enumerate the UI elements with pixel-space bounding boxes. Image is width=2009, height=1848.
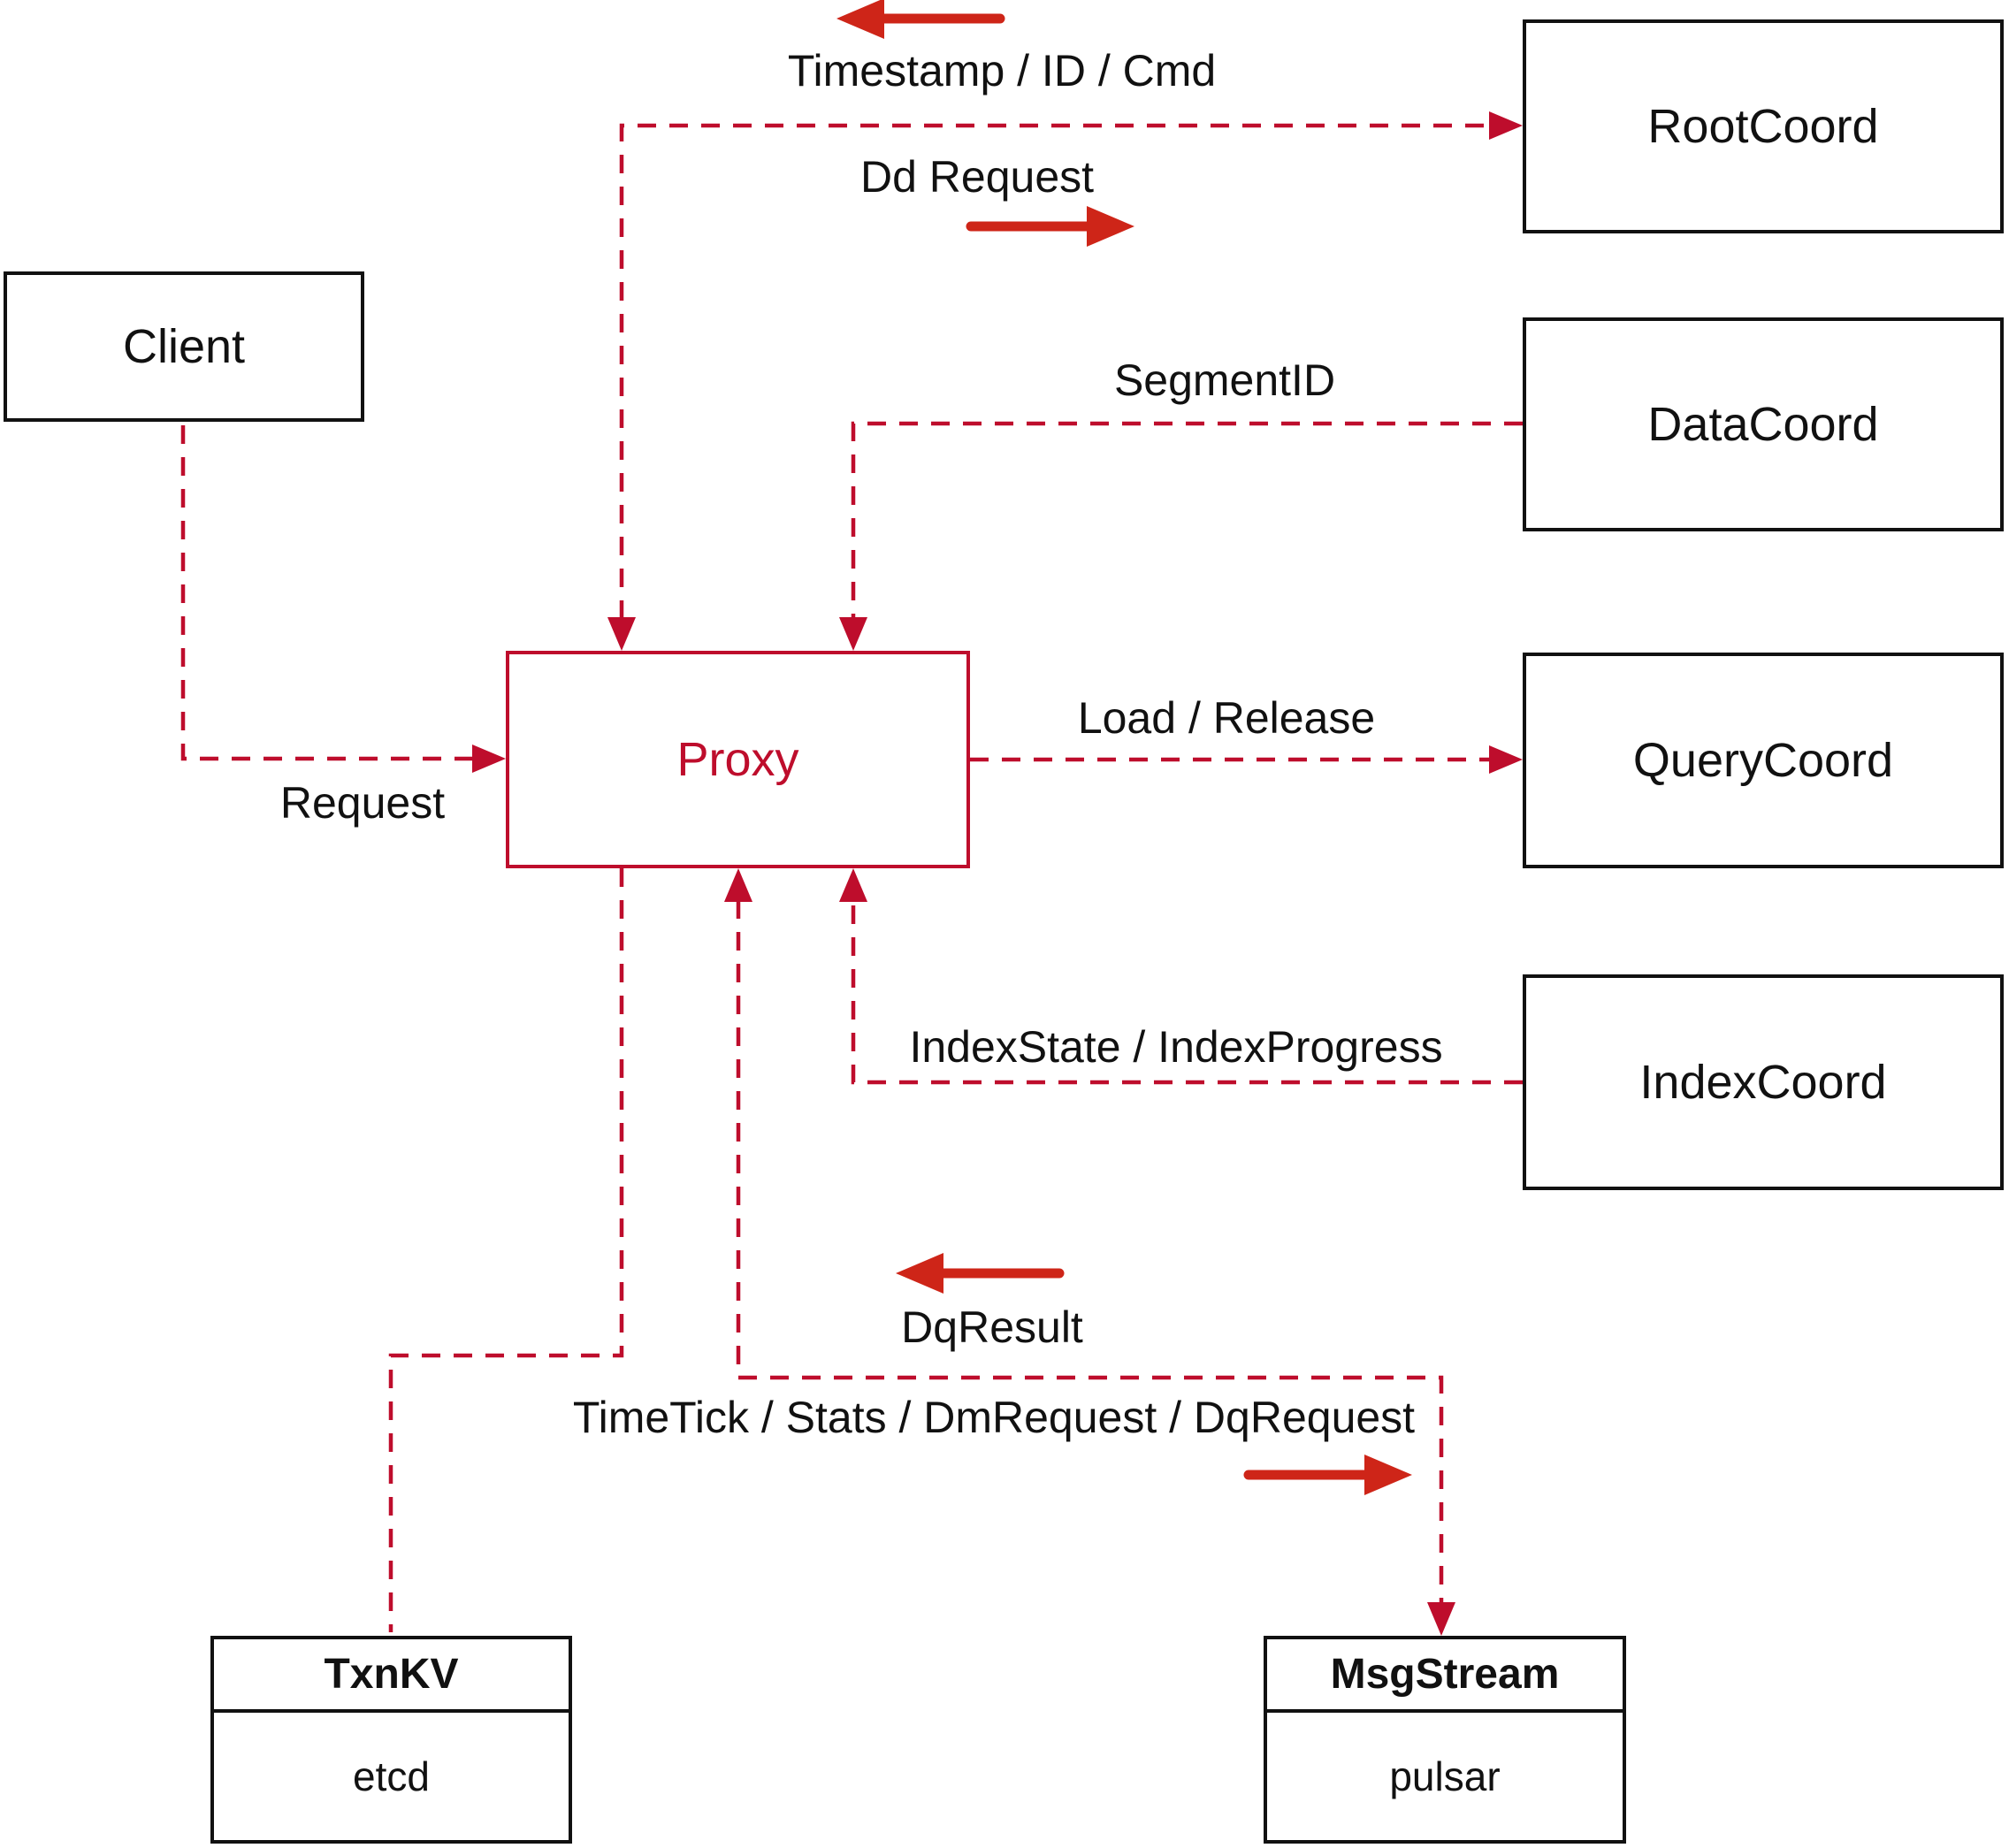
segmentid-edge-label: SegmentID <box>1113 355 1336 405</box>
datacoord-label: DataCoord <box>1647 398 1879 451</box>
edge-datacoord-proxy <box>839 421 1523 651</box>
arrowhead-into-proxy-top-left-icon <box>607 617 636 651</box>
load-release-edge-label: Load / Release <box>1077 693 1376 743</box>
timestamp-edge-label: Timestamp / ID / Cmd <box>787 46 1217 95</box>
node-txnkv: TxnKV etcd <box>210 1636 572 1844</box>
msgstream-title: MsgStream <box>1267 1639 1623 1713</box>
edge-client-proxy <box>180 425 506 773</box>
dq-result-direction-arrow-icon <box>896 1253 1065 1294</box>
arrowhead-into-proxy-top-right-icon <box>839 617 867 651</box>
edge-indexcoord-proxy <box>839 868 1523 1085</box>
timetick-edge-label: TimeTick / Stats / DmRequest / DqRequest <box>572 1393 1416 1442</box>
arrowhead-into-proxy-bottom-right-icon <box>839 868 867 902</box>
request-edge-label: Request <box>279 778 446 828</box>
node-proxy: Proxy <box>506 651 970 868</box>
edge-proxy-txnkv <box>388 868 624 1632</box>
arrowhead-into-querycoord-icon <box>1489 745 1523 774</box>
arrowhead-into-rootcoord-icon <box>1489 111 1523 140</box>
client-label: Client <box>122 320 246 373</box>
querycoord-label: QueryCoord <box>1632 734 1894 787</box>
rootcoord-label: RootCoord <box>1647 100 1879 153</box>
node-msgstream: MsgStream pulsar <box>1264 1636 1626 1844</box>
node-client: Client <box>4 271 364 422</box>
arrowhead-into-msgstream-icon <box>1427 1602 1455 1636</box>
node-querycoord: QueryCoord <box>1523 653 2004 868</box>
timestamp-direction-arrow-icon <box>836 0 1005 39</box>
edge-proxy-msgstream <box>724 868 1455 1636</box>
edge-proxy-rootcoord <box>607 111 1523 651</box>
time-tick-direction-arrow-icon <box>1243 1455 1412 1495</box>
txnkv-title: TxnKV <box>214 1639 569 1713</box>
dqresult-edge-label: DqResult <box>901 1302 1083 1352</box>
indexcoord-label: IndexCoord <box>1639 1056 1887 1109</box>
dd-request-direction-arrow-icon <box>966 206 1134 247</box>
node-rootcoord: RootCoord <box>1523 19 2004 233</box>
node-indexcoord: IndexCoord <box>1523 974 2004 1190</box>
node-datacoord: DataCoord <box>1523 317 2004 531</box>
dd-request-edge-label: Dd Request <box>859 152 1095 202</box>
arrowhead-into-proxy-bottom-middle-icon <box>724 868 752 902</box>
txnkv-impl: etcd <box>353 1753 430 1799</box>
proxy-label: Proxy <box>676 733 799 786</box>
indexstate-edge-label: IndexState / IndexProgress <box>909 1022 1443 1072</box>
arrowhead-into-proxy-left-icon <box>472 745 506 773</box>
edge-proxy-querycoord <box>970 745 1523 774</box>
msgstream-impl: pulsar <box>1389 1753 1501 1799</box>
